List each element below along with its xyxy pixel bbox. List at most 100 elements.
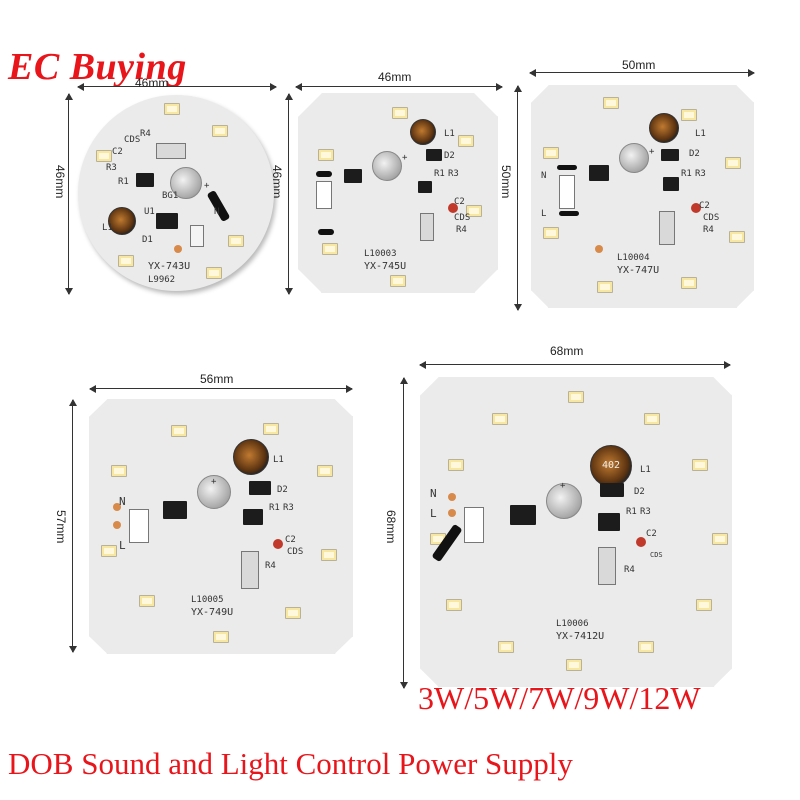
led bbox=[543, 147, 559, 159]
led bbox=[164, 103, 180, 115]
board5-height-dimension-line bbox=[400, 377, 408, 689]
board1-model-label: YX-743U bbox=[148, 261, 191, 272]
led bbox=[568, 391, 584, 403]
board4-pcb: L1 D2 R1 R3 C2 CDS R4 N L + L10005 YX-74… bbox=[89, 399, 353, 654]
silk-label: R1 bbox=[118, 177, 129, 187]
led bbox=[318, 149, 334, 161]
silk-label: L1 bbox=[102, 223, 113, 233]
wire-lead bbox=[559, 211, 579, 216]
led bbox=[696, 599, 712, 611]
led bbox=[712, 533, 728, 545]
led bbox=[118, 255, 134, 267]
board5-width-dimension-line bbox=[419, 361, 731, 369]
led bbox=[681, 277, 697, 289]
silk-label: R1 bbox=[626, 507, 637, 517]
silk-label: R1 bbox=[269, 503, 280, 513]
silk-label: C2 bbox=[454, 197, 465, 207]
led bbox=[96, 150, 112, 162]
resistor bbox=[464, 507, 484, 543]
led bbox=[392, 107, 408, 119]
silk-label: D1 bbox=[142, 235, 153, 245]
led bbox=[285, 607, 301, 619]
silk-label: L1 bbox=[273, 455, 284, 465]
silk-label: L1 bbox=[444, 129, 455, 139]
silk-label: R3 bbox=[640, 507, 651, 517]
cds-sensor bbox=[273, 539, 283, 549]
board3-code-label: L10004 bbox=[617, 253, 650, 263]
led bbox=[498, 641, 514, 653]
silk-label: R3 bbox=[106, 163, 117, 173]
board1-width-label: 46mm bbox=[135, 76, 169, 90]
led bbox=[448, 459, 464, 471]
ic-chip bbox=[598, 513, 620, 531]
silk-label: R4 bbox=[265, 561, 276, 571]
led bbox=[206, 267, 222, 279]
diode bbox=[426, 149, 442, 161]
led bbox=[139, 595, 155, 607]
led bbox=[322, 243, 338, 255]
silk-label: CDS bbox=[454, 213, 471, 223]
board3-height-label: 50mm bbox=[499, 165, 513, 199]
silk-label: R3 bbox=[695, 169, 706, 179]
inductor-coil bbox=[410, 119, 436, 145]
led bbox=[725, 157, 741, 169]
led bbox=[466, 205, 482, 217]
inductor-coil bbox=[233, 439, 269, 475]
resistor bbox=[129, 509, 149, 543]
led bbox=[101, 545, 117, 557]
silk-label: U1 bbox=[144, 207, 155, 217]
wire-lead bbox=[316, 171, 332, 177]
wire-lead bbox=[206, 189, 231, 223]
board4-code-label: L10005 bbox=[191, 595, 224, 605]
resistor bbox=[316, 181, 332, 209]
silk-label: R3 bbox=[283, 503, 294, 513]
capacitor bbox=[372, 151, 402, 181]
silk-label: C2 bbox=[285, 535, 296, 545]
solder-pad bbox=[174, 245, 182, 253]
resistor bbox=[420, 213, 434, 241]
board2-width-dimension-line bbox=[295, 83, 503, 91]
led bbox=[446, 599, 462, 611]
resistor bbox=[190, 225, 204, 247]
wire-lead bbox=[318, 229, 334, 235]
silk-label: CDS bbox=[650, 551, 663, 559]
board4-width-label: 56mm bbox=[200, 372, 234, 386]
silk-label: L bbox=[430, 507, 437, 520]
resistor bbox=[659, 211, 675, 245]
board1-code-label: L9962 bbox=[148, 275, 176, 285]
board5-width-label: 68mm bbox=[550, 344, 584, 358]
ic-chip bbox=[243, 509, 263, 525]
board2-width-label: 46mm bbox=[378, 70, 412, 84]
silk-label: R1 bbox=[434, 169, 445, 179]
board1-width-dimension-line bbox=[77, 83, 277, 91]
silk-label: CDS bbox=[703, 213, 720, 223]
silk-label: + bbox=[204, 181, 210, 191]
led bbox=[644, 413, 660, 425]
led bbox=[212, 125, 228, 137]
silk-label: R4 bbox=[624, 565, 635, 575]
capacitor bbox=[170, 167, 202, 199]
silk-label: N bbox=[430, 487, 437, 500]
board4-height-label: 57mm bbox=[54, 510, 68, 544]
silk-label: D2 bbox=[689, 149, 700, 159]
led bbox=[681, 109, 697, 121]
inductor-coil bbox=[649, 113, 679, 143]
ic-chip bbox=[589, 165, 609, 181]
board3-width-label: 50mm bbox=[622, 58, 656, 72]
silk-label: R4 bbox=[140, 129, 151, 139]
ic-chip bbox=[510, 505, 536, 525]
solder-pad bbox=[448, 509, 456, 517]
silk-label: N bbox=[119, 495, 126, 508]
resistor bbox=[598, 547, 616, 585]
inductor-coil bbox=[108, 207, 136, 235]
board4-model-label: YX-749U bbox=[191, 607, 234, 618]
led bbox=[390, 275, 406, 287]
silk-label: L bbox=[541, 209, 547, 219]
board4-height-dimension-line bbox=[69, 399, 77, 653]
led bbox=[321, 549, 337, 561]
board5-height-label: 68mm bbox=[384, 510, 398, 544]
silk-label: BG1 bbox=[162, 191, 179, 201]
solder-pad bbox=[595, 245, 603, 253]
silk-label: L1 bbox=[640, 465, 651, 475]
board2-height-dimension-line bbox=[285, 93, 293, 295]
